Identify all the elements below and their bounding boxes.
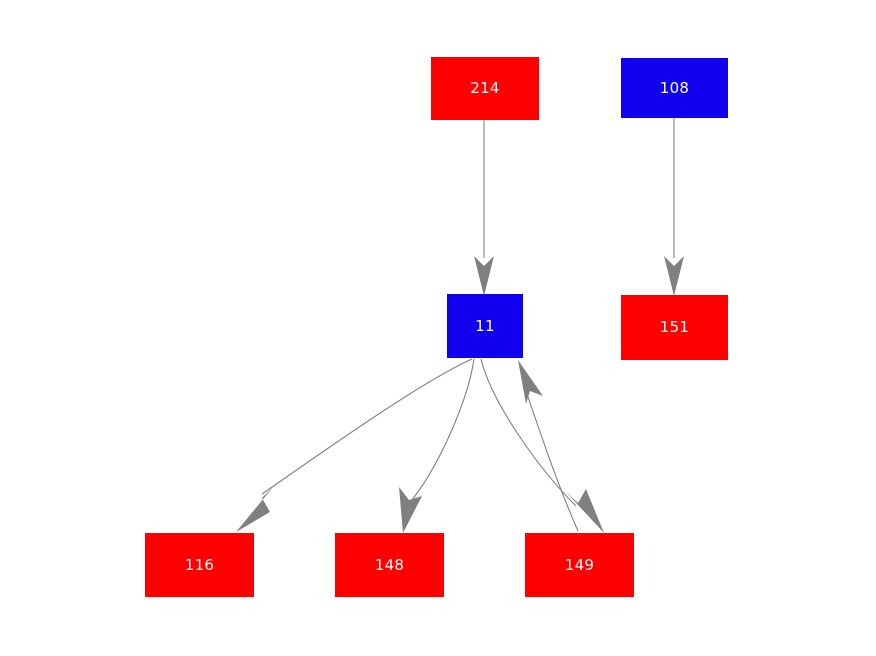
node-label: 108 bbox=[659, 78, 690, 97]
node-label: 148 bbox=[374, 555, 405, 574]
arrowhead-icon bbox=[474, 256, 494, 296]
graph-node-214[interactable]: 214 bbox=[431, 57, 539, 120]
edge-line bbox=[411, 358, 475, 501]
edge-line bbox=[480, 358, 577, 507]
node-label: 116 bbox=[184, 555, 215, 574]
edge-11-to-116 bbox=[236, 358, 473, 532]
arrowhead-icon bbox=[518, 360, 543, 404]
graph-node-108[interactable]: 108 bbox=[621, 58, 728, 118]
graph-node-116[interactable]: 116 bbox=[145, 533, 254, 597]
node-label: 151 bbox=[659, 318, 690, 336]
edge-11-to-149 bbox=[480, 358, 604, 533]
edge-149-to-11 bbox=[518, 360, 579, 532]
arrowhead-icon bbox=[236, 486, 274, 532]
node-label: 11 bbox=[475, 316, 495, 335]
arrowhead-icon bbox=[566, 489, 604, 533]
arrowhead-icon bbox=[664, 256, 684, 296]
edge-214-to-11 bbox=[474, 120, 494, 296]
edge-line bbox=[261, 358, 473, 495]
graph-node-149[interactable]: 149 bbox=[525, 533, 634, 597]
node-label: 149 bbox=[564, 555, 595, 574]
edge-11-to-148 bbox=[399, 358, 475, 533]
edge-108-to-151 bbox=[664, 118, 684, 296]
edge-line bbox=[526, 393, 579, 532]
graph-node-11[interactable]: 11 bbox=[447, 294, 523, 358]
arrowhead-icon bbox=[399, 487, 422, 533]
node-label: 214 bbox=[470, 79, 500, 97]
graph-node-148[interactable]: 148 bbox=[335, 533, 444, 597]
graph-node-151[interactable]: 151 bbox=[621, 295, 728, 360]
